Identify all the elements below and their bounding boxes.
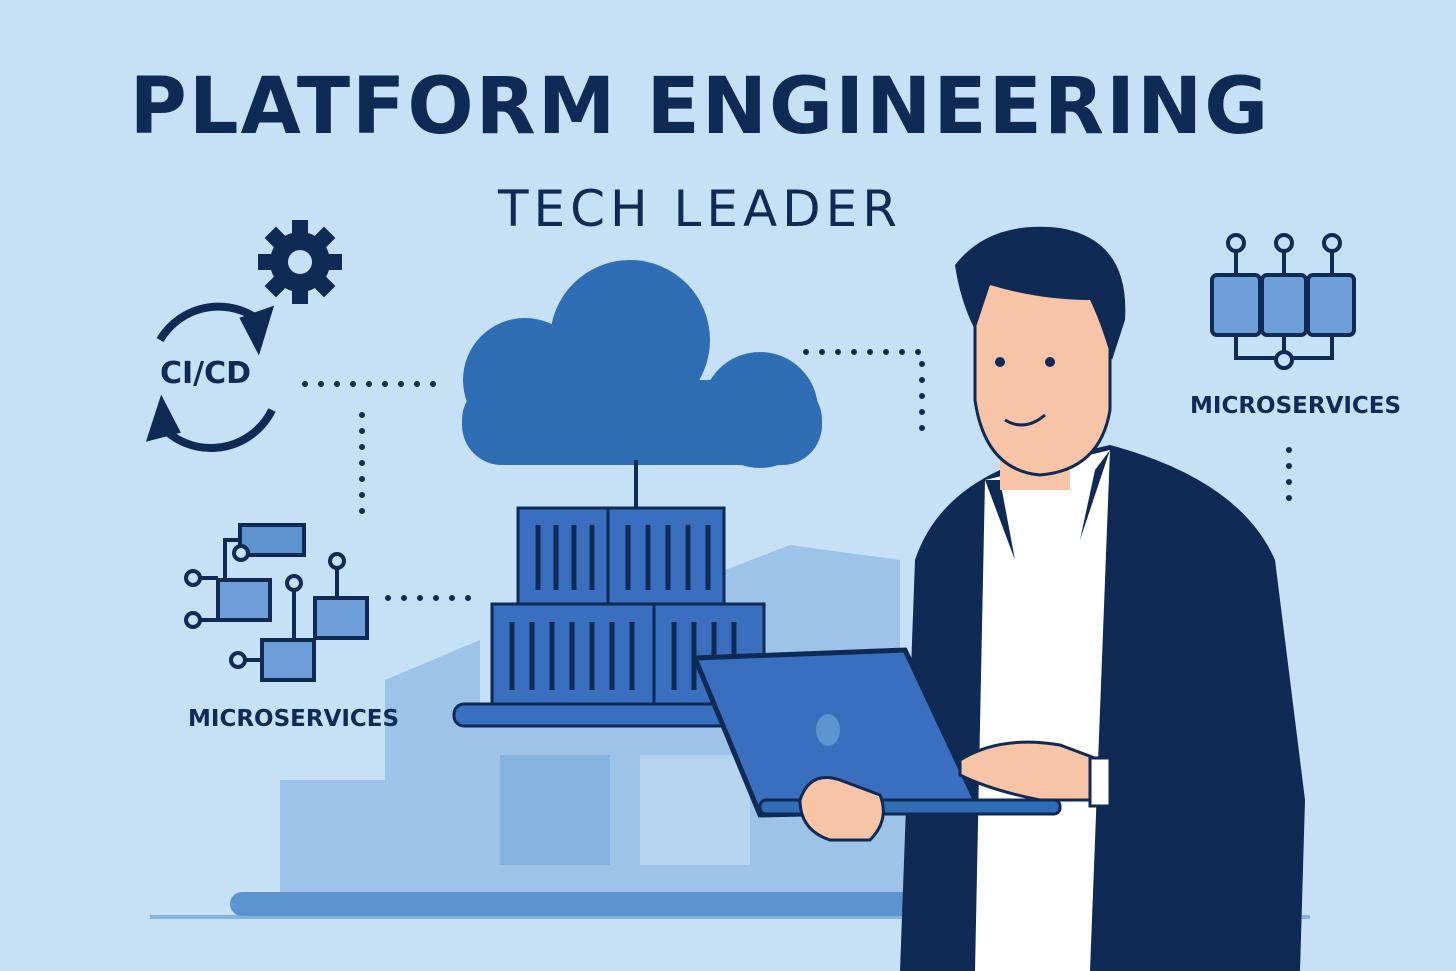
microservices-icon-right <box>1210 233 1356 370</box>
dotted-connectors <box>302 349 1292 601</box>
gear-icon <box>258 220 342 304</box>
page-subtitle: TECH LEADER <box>497 180 903 238</box>
microservices-label-left: MICROSERVICES <box>188 706 400 732</box>
cloud-icon <box>462 260 822 510</box>
microservices-label-right: MICROSERVICES <box>1190 393 1402 419</box>
page-title: PLATFORM ENGINEERING <box>129 62 1271 152</box>
cicd-cycle-icon <box>145 302 276 452</box>
tech-leader-person <box>691 226 1305 971</box>
microservices-diagram-left <box>184 523 369 682</box>
cicd-label: CI/CD <box>160 356 252 391</box>
